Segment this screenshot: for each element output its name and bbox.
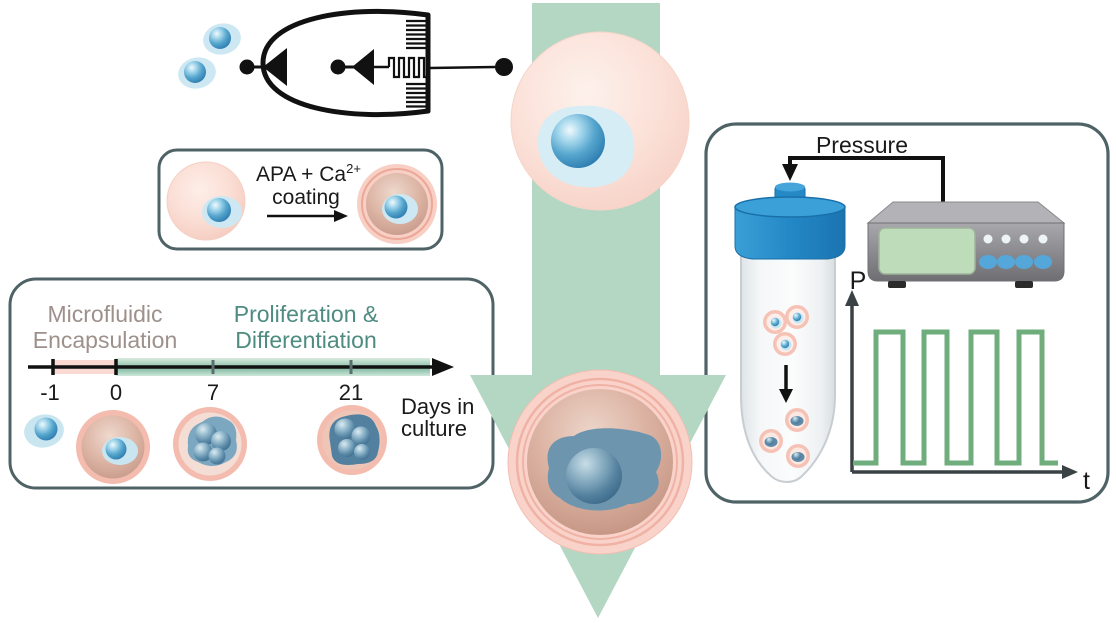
plot-x-arrowhead [1062, 465, 1078, 479]
coated-capsule-icon [357, 164, 437, 244]
stage-naive-cell-icon [24, 414, 64, 448]
plot-x-label: t [1083, 467, 1090, 495]
chip-serpentine-channel [387, 56, 430, 79]
stage-day7-capsule-icon [173, 407, 247, 481]
large-coated-capsule [507, 369, 693, 555]
microfluidic-chip [239, 8, 513, 118]
chip-trap-array-top [406, 19, 430, 50]
plot-y-arrowhead [845, 290, 859, 306]
timeline-axis-arrowhead [432, 358, 454, 376]
apa-box-content: APA + Ca2+ coating [166, 161, 437, 244]
timeline-content: Microfluidic Encapsulation Proliferation… [24, 301, 474, 484]
chip-trap-array-bottom [406, 82, 430, 108]
tube-capsules-bottom [759, 408, 810, 468]
tick-label-day21: 21 [339, 380, 363, 405]
phase2-label-line2: Differentiation [235, 327, 377, 353]
chip-outlet-port [495, 58, 513, 76]
phase1-label-line1: Microfluidic [47, 301, 162, 327]
device-indicator-lights [983, 234, 1048, 244]
large-microgel-cell [510, 31, 690, 211]
timeline-axis [28, 358, 454, 376]
tick-label-day0: 0 [110, 380, 122, 405]
centrifuge-tube [734, 182, 846, 483]
pressure-arrowhead [782, 164, 798, 181]
apa-label: APA + Ca2+ [256, 161, 361, 186]
tick-label-day7: 7 [207, 380, 219, 405]
tube-capsules-top [763, 305, 809, 356]
tick-label-day-minus1: -1 [40, 380, 60, 405]
uncoated-microgel-icon [166, 161, 246, 241]
chip-inlet-valve [263, 48, 287, 86]
tube-cap-icon [734, 182, 846, 260]
device-screen [878, 227, 976, 275]
pressure-plot: P t [845, 267, 1090, 495]
apa-label-line2: coating [272, 186, 340, 209]
cell-icon [203, 23, 241, 55]
device-buttons [979, 255, 1052, 269]
phase1-label-line2: Encapsulation [33, 327, 178, 353]
device-foot [1015, 281, 1033, 288]
cell-icon [178, 57, 216, 89]
device-foot [888, 281, 906, 288]
pressure-title: Pressure [816, 132, 908, 158]
axis-label-line1: Days in [401, 394, 474, 419]
coating-arrow-icon [267, 210, 348, 222]
pressure-wave [853, 329, 1058, 466]
pressure-tubing-line [782, 156, 945, 206]
axis-label-line2: culture [401, 416, 467, 441]
stage-day0-capsule-icon [76, 410, 150, 484]
plot-y-label: P [850, 267, 867, 295]
phase2-label-line1: Proliferation & [234, 301, 378, 327]
stage-day21-capsule-icon [317, 405, 387, 475]
tube-arrow-icon [779, 365, 793, 403]
pressure-box-content: Pressure [734, 132, 1090, 495]
pressure-controller-device [866, 201, 1066, 288]
input-cells [178, 23, 241, 89]
chip-inner-valve [352, 49, 374, 85]
